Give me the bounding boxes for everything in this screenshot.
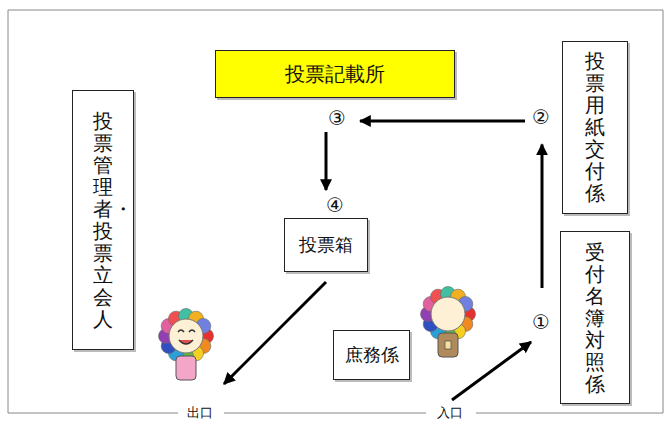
flow-arrows bbox=[224, 282, 531, 400]
exit-label: 出口 bbox=[185, 406, 215, 420]
flow-arrow bbox=[325, 132, 328, 190]
entrance-label: 入口 bbox=[435, 406, 465, 420]
ballot-issue-box: 投票用紙交付係 bbox=[562, 41, 628, 214]
callout-number: ① bbox=[530, 311, 552, 333]
general-affairs-box: 庶務係 bbox=[333, 330, 410, 380]
callout-number: ② bbox=[530, 106, 552, 128]
flow-arrow bbox=[541, 145, 544, 289]
mascot-face bbox=[169, 319, 203, 353]
node-label: 投票管理者・投票立会人 bbox=[93, 110, 113, 330]
mascot-smiling bbox=[159, 309, 214, 381]
mascot-badge bbox=[445, 341, 451, 349]
mascot-face bbox=[431, 297, 465, 331]
node-label: 投票記載所 bbox=[285, 61, 385, 88]
frame-line bbox=[8, 413, 178, 414]
exit-arrow bbox=[224, 282, 326, 384]
outer-frame bbox=[8, 10, 663, 413]
reception-box: 受付名簿対照係 bbox=[560, 231, 630, 404]
mascot-plain bbox=[421, 287, 476, 358]
node-label: 庶務係 bbox=[345, 343, 399, 367]
writing-booth-box: 投票記載所 bbox=[215, 50, 455, 98]
frame-line bbox=[224, 413, 426, 414]
frame-line bbox=[663, 10, 664, 413]
node-label: 投票用紙交付係 bbox=[585, 50, 605, 204]
manager-witness-box: 投票管理者・投票立会人 bbox=[72, 90, 134, 350]
callout-number: ③ bbox=[326, 107, 348, 129]
mascot-body bbox=[176, 356, 196, 380]
frame-line bbox=[8, 10, 663, 11]
entrance-arrow bbox=[452, 342, 531, 400]
node-label: 受付名簿対照係 bbox=[585, 241, 605, 395]
frame-line bbox=[8, 10, 9, 413]
flow-arrow bbox=[360, 120, 525, 123]
node-label: 投票箱 bbox=[299, 233, 353, 257]
mascot-mouth bbox=[179, 340, 193, 344]
frame-line bbox=[476, 413, 663, 414]
callout-number: ④ bbox=[324, 194, 346, 216]
mascot-petals bbox=[159, 309, 214, 364]
mascot-eyes bbox=[178, 330, 195, 332]
mascot-body bbox=[438, 333, 458, 357]
ballot-box: 投票箱 bbox=[284, 218, 368, 272]
